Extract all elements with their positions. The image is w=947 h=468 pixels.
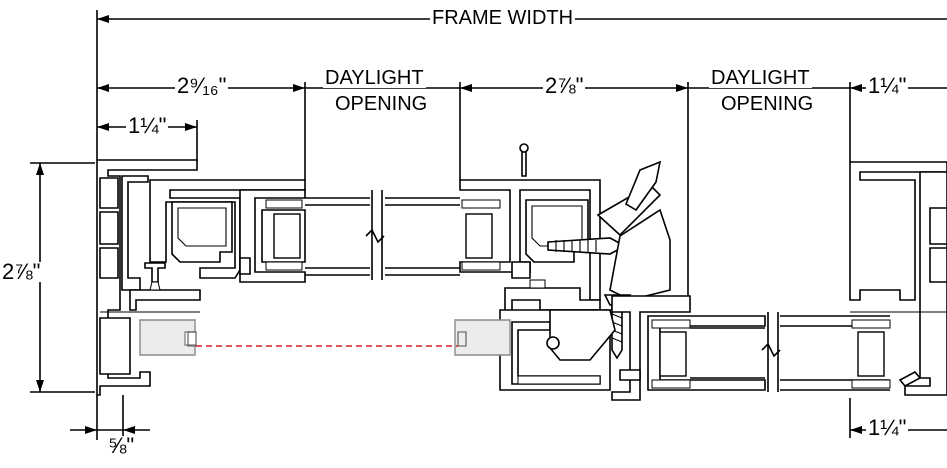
daylight-opening-left-line1: DAYLIGHT bbox=[323, 67, 426, 89]
right-bottom-dimension: 1¼" bbox=[866, 415, 909, 440]
daylight-opening-right-line1: DAYLIGHT bbox=[709, 67, 812, 89]
bottom-offset-dimension: ⅝" bbox=[106, 433, 137, 458]
left-sash-profile bbox=[144, 179, 306, 291]
left-glass-lite bbox=[305, 190, 460, 280]
daylight-opening-left-line2: OPENING bbox=[333, 93, 430, 115]
ghost-sash-position bbox=[139, 319, 511, 356]
right-frame-profile bbox=[849, 161, 947, 396]
left-frame-profile bbox=[96, 159, 201, 396]
lock-hardware bbox=[547, 160, 671, 360]
left-frame-to-sash-dimension: 2⁹⁄₁₆" bbox=[175, 73, 229, 98]
meeting-rail-dimension: 2⅞" bbox=[543, 73, 586, 98]
right-bottom-sash bbox=[647, 312, 891, 392]
height-dimension: 2⅞" bbox=[0, 259, 43, 284]
right-side-dimension: 1¼" bbox=[866, 73, 909, 98]
meeting-rail-bottom-sash bbox=[499, 279, 691, 401]
meeting-rail-top-sash bbox=[459, 143, 601, 301]
daylight-opening-right-line2: OPENING bbox=[719, 93, 816, 115]
frame-width-label: FRAME WIDTH bbox=[430, 7, 576, 29]
left-inset-dimension: 1¼" bbox=[126, 113, 169, 138]
